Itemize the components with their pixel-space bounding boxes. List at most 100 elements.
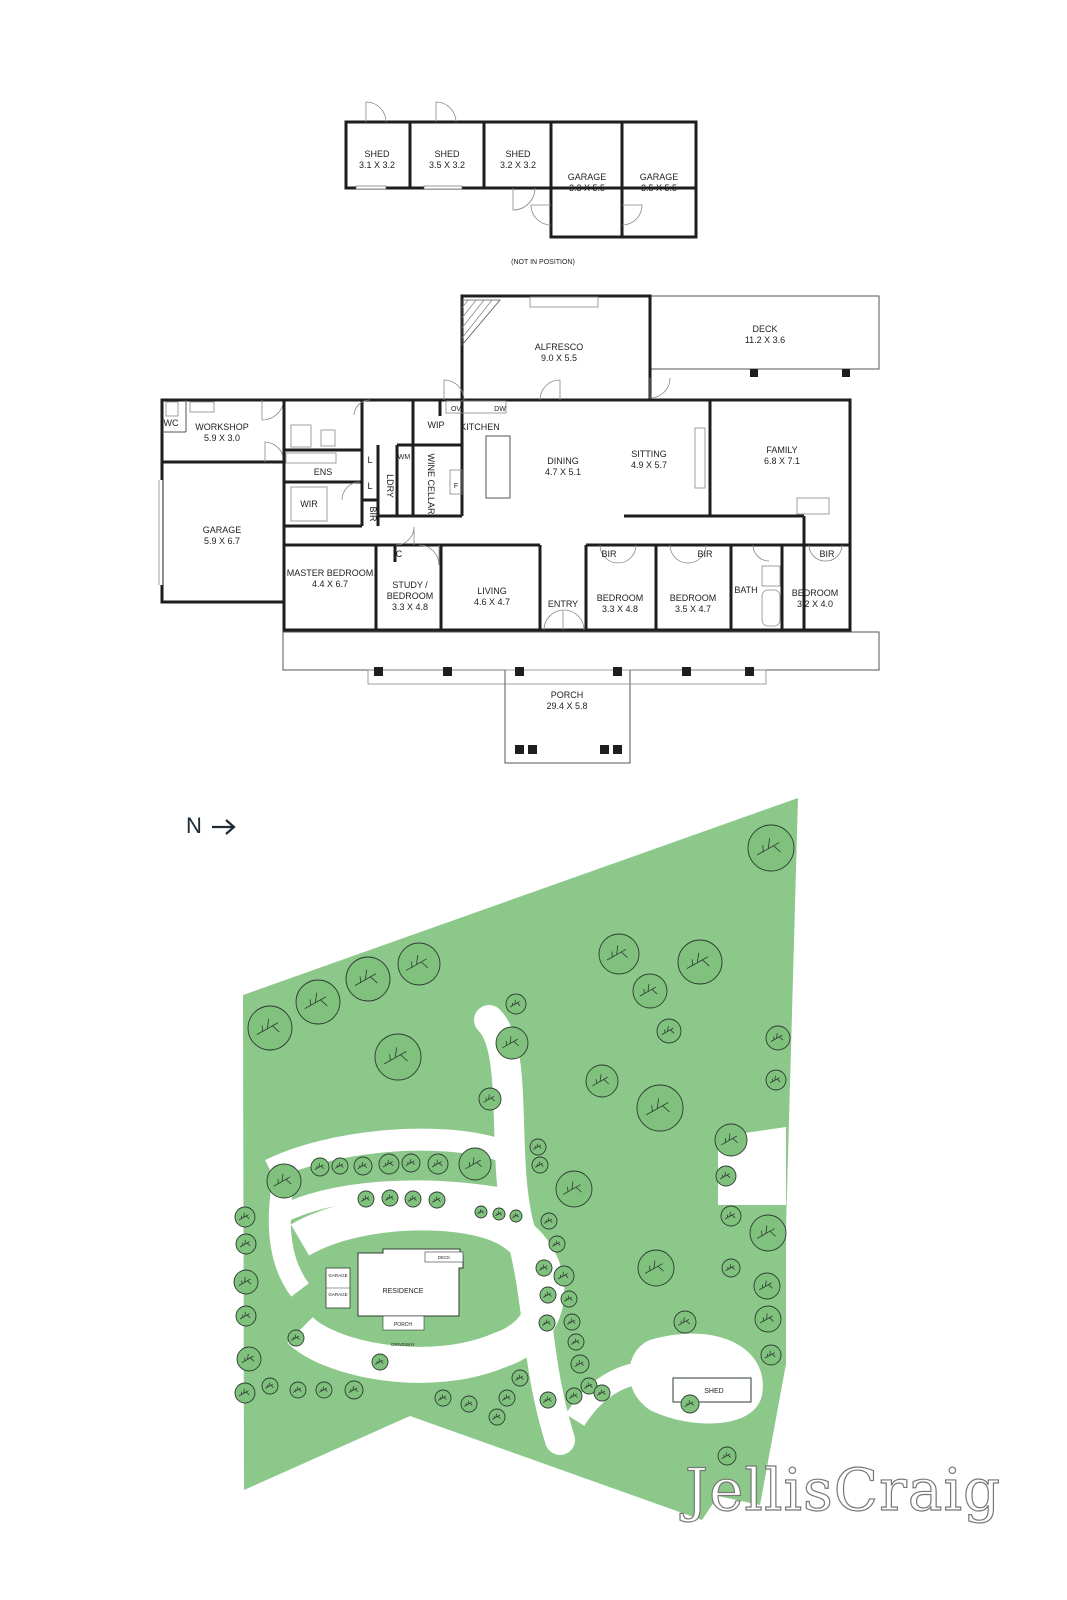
site-deck-label: DECK [438,1255,451,1260]
not-in-position-note: (NOT IN POSITION) [511,259,575,266]
tree-icon [511,1369,529,1387]
tree-icon [529,1138,547,1156]
entry-label: ENTRY [548,599,578,609]
tree-icon [567,1333,585,1351]
bedroom2-label: BEDROOM [670,593,717,603]
tree-icon [593,1384,611,1402]
tree-icon [570,1354,590,1374]
brand-logo: JellisCraig [680,1456,1001,1524]
c-label: C [396,549,403,559]
tree-icon [374,1033,422,1081]
tree-icon [381,1189,399,1207]
bedroom3-size: 3.2 X 4.0 [797,599,833,609]
dining-label: DINING [547,456,579,466]
tree-icon [310,1157,330,1177]
tree-icon [474,1205,488,1219]
study-label: STUDY / [392,580,428,590]
living-label: LIVING [477,586,507,596]
dw-label: DW [494,406,506,413]
porch-size: 29.4 X 5.8 [546,701,587,711]
tree-icon [715,1165,737,1187]
tree-icon [458,1147,492,1181]
family-label: FAMILY [766,445,797,455]
tree-icon [404,1190,422,1208]
house-floor-plan: ALFRESCO 9.0 X 5.5 DECK 11.2 X 3.6 WORKS… [158,294,880,764]
tree-icon [553,1265,575,1287]
tree-icon [747,824,795,872]
tree-icon [266,1163,302,1199]
ov-label: OV [451,406,461,413]
tree-icon [331,1157,349,1175]
wir-label: WIR [300,499,318,509]
workshop-label: WORKSHOP [195,422,249,432]
site-porch-label: PORCH [394,1322,412,1328]
site-plan: RESIDENCE GARAGE GARAGE DECK PORCH DRIVE… [233,798,798,1520]
tree-icon [234,1382,256,1404]
tree-icon [295,979,341,1025]
site-shed-label: SHED [704,1388,723,1395]
garage-size: 5.9 X 6.7 [204,536,240,546]
tree-icon [234,1206,256,1228]
wine-cellar-label: WINE CELLAR [426,453,436,515]
tree-icon [492,1207,506,1221]
sitting-size: 4.9 X 5.7 [631,460,667,470]
tree-icon [498,1389,516,1407]
tree-icon [535,1259,553,1277]
tree-icon [580,1377,598,1395]
shed1-label: SHED [364,149,390,159]
tree-icon [261,1377,279,1395]
study-label-2: BEDROOM [387,591,434,601]
study-size: 3.3 X 4.8 [392,602,428,612]
tree-icon [563,1313,581,1331]
tree-icon [680,1394,700,1414]
garage2-label: GARAGE [640,172,679,182]
workshop-size: 5.9 X 3.0 [204,433,240,443]
sitting-label: SITTING [631,449,667,459]
ens-label: ENS [314,467,333,477]
north-indicator: N [186,813,236,838]
north-label: N [186,813,202,838]
bedroom1-label: BEDROOM [597,593,644,603]
tree-icon [287,1329,305,1347]
tree-icon [478,1087,502,1111]
family-size: 6.8 X 7.1 [764,456,800,466]
tree-icon [714,1123,748,1157]
deck-size: 11.2 X 3.6 [745,335,785,345]
tree-icon [495,1026,529,1060]
tree-icon [760,1344,782,1366]
north-arrow-icon [212,819,236,835]
tree-icon [636,1084,684,1132]
tree-icon [753,1272,781,1300]
garage1-label: GARAGE [568,172,607,182]
tree-icon [460,1395,478,1413]
bedroom3-label: BEDROOM [792,588,839,598]
ldry-label: LDRY [385,474,395,498]
tree-icon [637,1249,675,1287]
tree-icon [720,1205,742,1227]
tree-icon [401,1153,421,1173]
site-garage-a-label: GARAGE [328,1273,347,1278]
site-shed [672,1377,752,1403]
outbuildings-plan: SHED 3.1 X 3.2 SHED 3.5 X 3.2 SHED 3.2 X… [344,101,698,266]
tree-icon [754,1305,782,1333]
tree-icon [765,1069,787,1091]
deck-label: DECK [752,324,777,334]
shed2-label: SHED [434,149,460,159]
master-bedroom-size: 4.4 X 6.7 [312,579,348,589]
shed3-label: SHED [505,149,531,159]
master-bedroom-label: MASTER BEDROOM [287,568,374,578]
alfresco-label: ALFRESCO [535,342,584,352]
tree-icon [371,1353,389,1371]
bedroom2-size: 3.5 X 4.7 [675,604,711,614]
fridge-label: F [454,483,458,490]
tree-icon [505,993,527,1015]
garage-label: GARAGE [203,525,242,535]
tree-icon [434,1389,452,1407]
tree-icon [531,1156,549,1174]
site-driveway-label: DRIVEWAY [391,1342,415,1347]
tree-icon [548,1235,566,1253]
tree-icon [632,973,668,1009]
tree-icon [428,1191,446,1209]
bedroom1-bir: BIR [601,549,617,559]
